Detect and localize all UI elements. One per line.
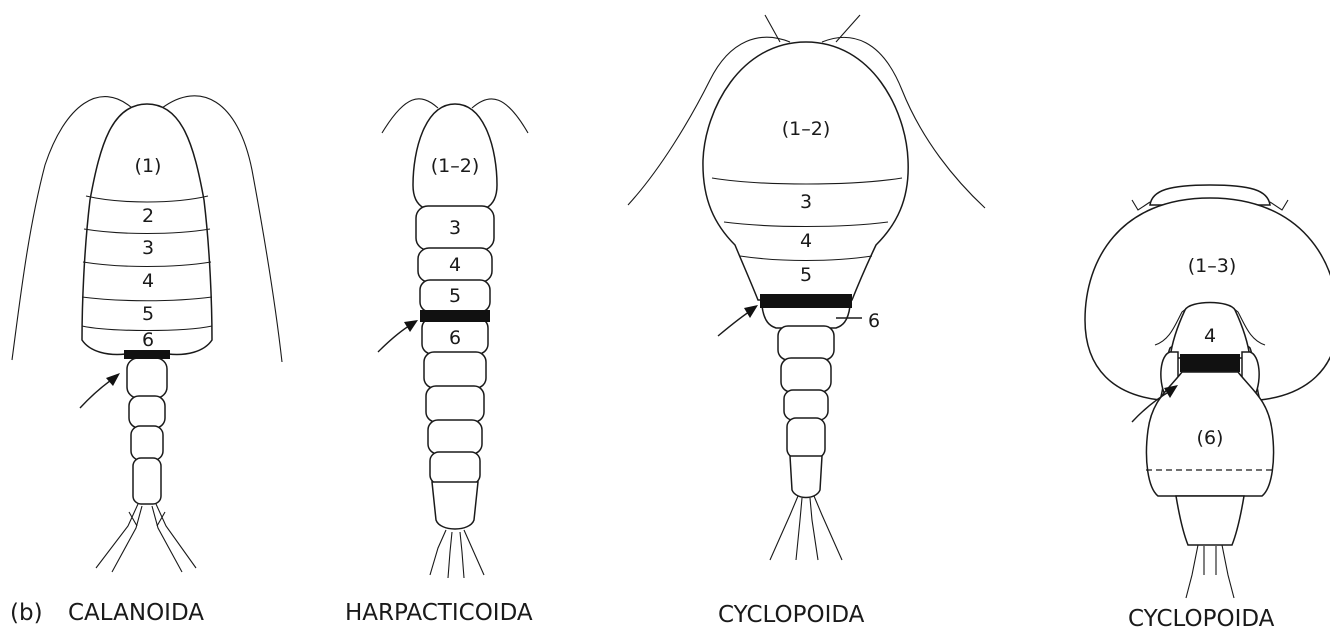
harpacticoida-genital-band [420, 310, 490, 322]
cyclopoida-2-tail [1176, 496, 1244, 545]
cyclopoida-1-arrow [718, 310, 752, 336]
cyclopoida-2-furca [1186, 545, 1234, 598]
calanoida-seg-1: (1) [135, 155, 162, 177]
cyclopoida-2-seg-6: (6) [1197, 427, 1224, 449]
calanoida-arrow [80, 378, 114, 408]
caption-calanoida: CALANOIDA [68, 600, 204, 626]
cyclopoida-specimen-2: (1–3) 4 (6) [1085, 185, 1330, 598]
calanoida-specimen: (1) 2 3 4 5 6 [12, 96, 282, 572]
calanoida-seg-3: 3 [142, 237, 154, 259]
calanoida-arrowhead [106, 373, 120, 386]
calanoida-seg-2: 2 [142, 205, 154, 227]
cyclopoida-1-seg-4: 4 [800, 230, 812, 252]
calanoida-urosome [96, 358, 196, 572]
cyclopoida-1-seg-6: 6 [868, 310, 880, 332]
harpacticoida-arrowhead [404, 320, 418, 332]
calanoida-genital-band [124, 350, 170, 359]
panel-label: (b) [10, 600, 43, 626]
harpacticoida-seg-5: 5 [449, 285, 461, 307]
cyclopoida-specimen-1: (1–2) 3 4 5 6 [628, 15, 985, 560]
cyclopoida-1-antenna-base [765, 15, 860, 42]
calanoida-seg-6: 6 [142, 329, 154, 351]
cyclopoida-1-seg-3: 3 [800, 191, 812, 213]
harpacticoida-seg-4: 4 [449, 254, 461, 276]
caption-harpacticoida: HARPACTICOIDA [345, 600, 533, 626]
cyclopoida-2-genital-band [1180, 354, 1240, 372]
calanoida-seg-4: 4 [142, 270, 154, 292]
calanoida-seg-5: 5 [142, 303, 154, 325]
cyclopoida-1-arrowhead [744, 305, 758, 318]
harpacticoida-seg-1: (1–2) [431, 155, 480, 177]
cyclopoida-2-seg-4: 4 [1204, 325, 1216, 347]
cyclopoida-1-genital-band [760, 294, 852, 308]
harpacticoida-specimen: (1–2) 3 4 5 6 [378, 99, 528, 578]
harpacticoida-seg-6: 6 [449, 327, 461, 349]
harpacticoida-arrow [378, 324, 412, 352]
caption-cyclopoida-2: CYCLOPOIDA [1128, 606, 1275, 632]
harpacticoida-seg-3: 3 [449, 217, 461, 239]
cyclopoida-1-seg-5: 5 [800, 264, 812, 286]
caption-cyclopoida-1: CYCLOPOIDA [718, 602, 865, 628]
cyclopoida-2-seg-1: (1–3) [1188, 255, 1237, 277]
cyclopoida-1-seg-1: (1–2) [782, 118, 831, 140]
